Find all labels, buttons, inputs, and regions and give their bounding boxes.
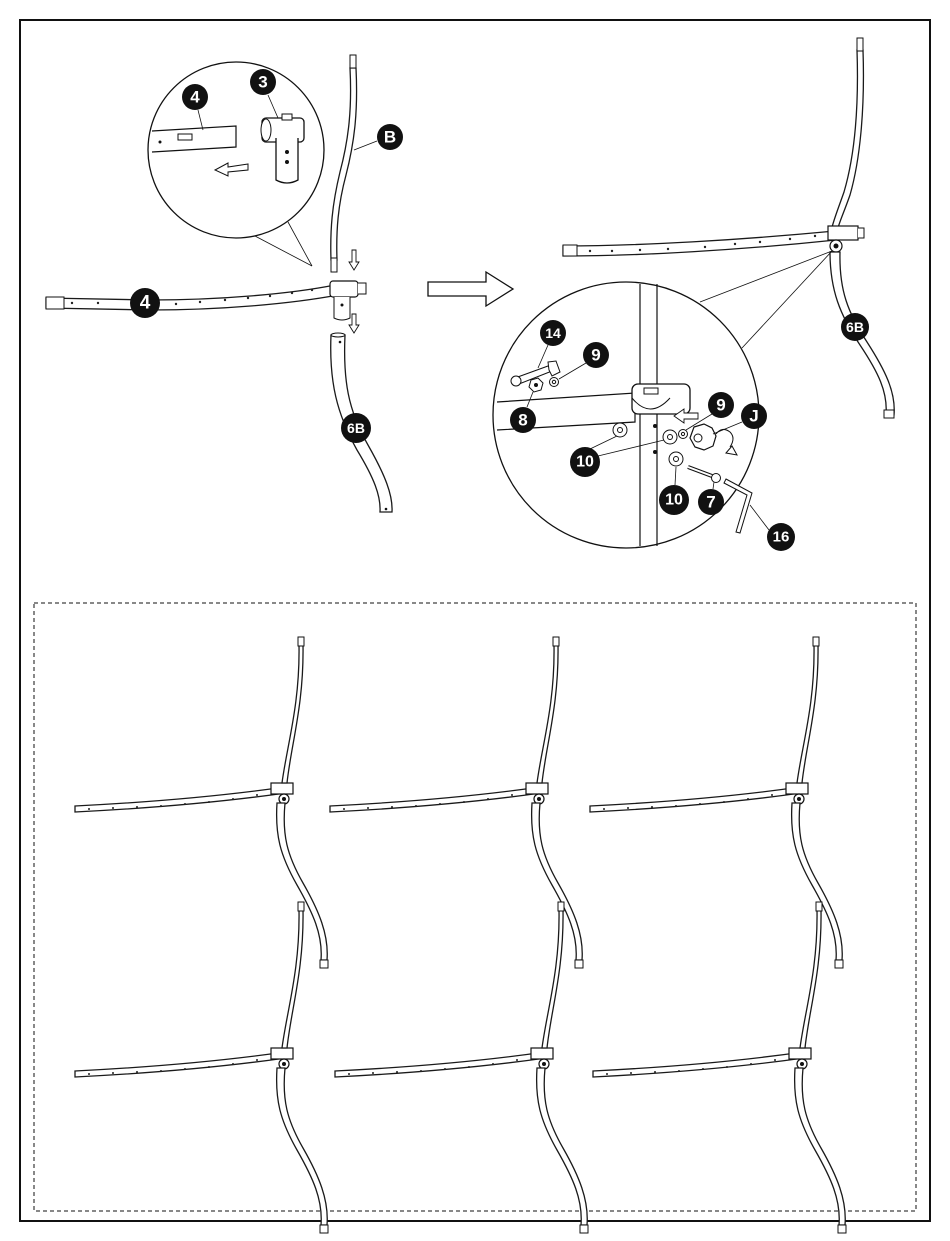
callout-washers-10: 10: [576, 454, 594, 471]
frame-assembly-2: [330, 637, 583, 968]
frame-assembly-6: [593, 902, 846, 1233]
callout-washer-10-bottom: 10: [665, 492, 683, 509]
callout-leg-right: 6B: [846, 319, 864, 335]
callout-zoom-tjoint: 3: [258, 73, 267, 92]
frame-assembly-1: [75, 637, 328, 968]
callout-rail: 4: [140, 293, 151, 314]
callout-wrench: 14: [545, 325, 561, 341]
zoom-rail: [152, 126, 236, 152]
down-arrow-icon: [349, 250, 359, 270]
callout-allen-key: 16: [773, 529, 790, 546]
frame-assembly-4: [75, 902, 328, 1233]
callout-zoom-rail: 4: [190, 88, 200, 107]
curved-rail: [46, 281, 366, 320]
callout-washer-9: 9: [591, 346, 600, 365]
callout-leg: 6B: [347, 420, 365, 436]
zoom-leader-line: [742, 251, 832, 348]
callout-washer-9-side: 9: [716, 396, 725, 415]
page-border: [20, 20, 930, 1221]
callout-nut: 8: [518, 411, 527, 430]
exploded-view: 4 3 B: [46, 55, 403, 512]
right-arrow-icon: [428, 272, 513, 306]
callout-upright: B: [384, 128, 396, 147]
frame-assembly-3: [590, 637, 843, 968]
dashed-panel: [34, 603, 916, 1211]
callout-knob: J: [749, 407, 758, 426]
frame-assembly-5: [335, 902, 588, 1233]
callout-bolt: 7: [706, 493, 715, 512]
upright-tube: [331, 55, 357, 272]
zoom-leader-line: [700, 251, 832, 302]
assembled-view: 6B: [493, 38, 894, 551]
